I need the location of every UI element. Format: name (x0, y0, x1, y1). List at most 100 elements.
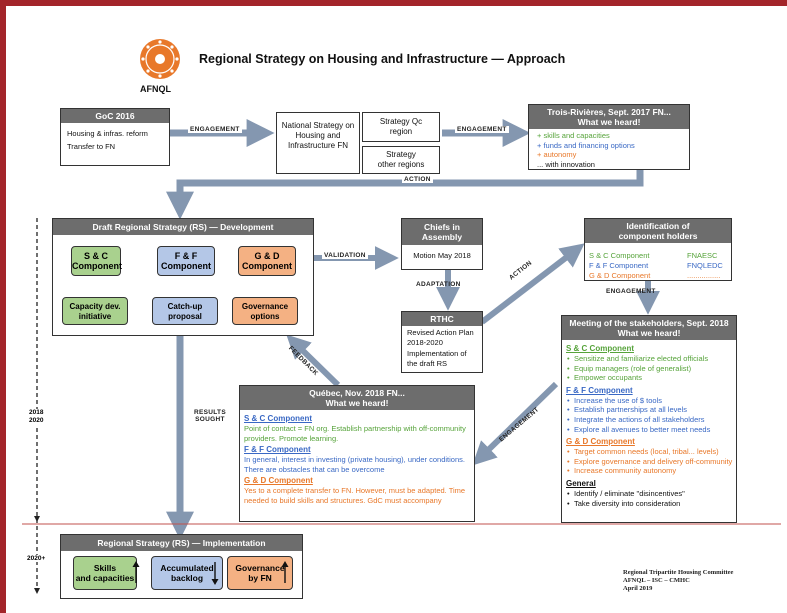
meeting-header: Meeting of the stakeholders, Sept. 2018 … (562, 316, 736, 340)
goc-header: GoC 2016 (61, 109, 169, 123)
results-label-line-1: RESULTS (194, 409, 226, 416)
meeting-header-line-1: Meeting of the stakeholders, Sept. 2018 (569, 318, 729, 328)
meeting-ff-item-4: Explore all avenues to better meet needs (566, 425, 733, 435)
timeline-head-2 (34, 588, 40, 594)
sc-component-box: S & C Component (71, 246, 122, 276)
chiefs-motion: Motion May 2018 (413, 251, 471, 260)
timeline-period-1: 2018 2020 (29, 409, 44, 425)
meeting-general-title: General (566, 478, 596, 488)
rthc-line-2: Implementation of the draft RS (407, 349, 467, 368)
meeting-gd-item-1: Target common needs (local, tribal... le… (566, 447, 733, 457)
trois-header: Trois-Rivières, Sept. 2017 FN... What we… (529, 105, 689, 129)
meeting-gd-title: G & D Component (566, 437, 635, 447)
timeline-period-1-end: 2020 (29, 417, 44, 424)
timeline-period-2: 2020+ (27, 555, 46, 562)
goc-line-1: Housing & infras. reform (67, 129, 148, 138)
implementation-header: Regional Strategy (RS) — Implementation (61, 535, 302, 551)
catch-up-box: Catch-up proposal (152, 297, 218, 325)
holders-box: Identification of component holders (584, 218, 732, 281)
meeting-ff-item-3: Integrate the actions of all stakeholder… (566, 415, 733, 425)
holder-row-ff-holder: FNQLEDC (687, 261, 723, 270)
holders-header-line-1: Identification of (626, 221, 690, 231)
trois-item-skills: + skills and capacities (537, 131, 610, 140)
footer-line-3: April 2019 (623, 585, 653, 592)
timeline-period-1-start: 2018 (29, 409, 44, 416)
impl-backlog-down-arrow-icon (211, 562, 219, 585)
quebec-header-line-2: What we heard! (325, 398, 389, 408)
impl-governance-line-1: Governance (235, 563, 285, 573)
action-label-1: ACTION (402, 176, 433, 183)
page-title: Regional Strategy on Housing and Infrast… (199, 52, 566, 66)
holder-row-gd-holder: ................ (687, 271, 721, 280)
trois-header-line-1: Trois-Rivières, Sept. 2017 FN... (547, 107, 671, 117)
adaptation-label: ADAPTATION (416, 281, 461, 288)
frame-left-bar (0, 0, 6, 613)
holder-row-ff-comp: F & F Component (589, 261, 649, 270)
impl-skills-up-arrow-icon (132, 561, 140, 583)
trois-header-line-2: What we heard! (577, 117, 641, 127)
validation-label: VALIDATION (322, 252, 368, 259)
frame-top-bar (0, 0, 787, 6)
timeline-head-1 (34, 516, 40, 522)
results-label-line-2: SOUGHT (195, 416, 225, 423)
arrow-action (166, 170, 644, 220)
engagement-label-3: ENGAGEMENT (606, 288, 656, 295)
rthc-line-1: Revised Action Plan 2018-2020 (407, 328, 474, 347)
quebec-gd-text: Yes to a complete transfer to FN. Howeve… (244, 486, 466, 505)
holder-row-gd-comp: G & D Component (589, 271, 651, 280)
quebec-box: Québec, Nov. 2018 FN... What we heard! S… (239, 385, 475, 522)
impl-backlog-box: Accumulated backlog (151, 556, 223, 590)
footer: Regional Tripartite Housing Committee AF… (623, 569, 733, 593)
meeting-general-item-2: Take diversity into consideration (566, 499, 733, 509)
impl-governance-line-2: by FN (248, 573, 272, 583)
footer-line-2: AFNQL – ISC – CMHC (623, 577, 690, 584)
meeting-box: Meeting of the stakeholders, Sept. 2018 … (561, 315, 737, 523)
national-strategy-box: National Strategy on Housing and Infrast… (276, 112, 360, 174)
rthc-box: RTHC Revised Action Plan 2018-2020 Imple… (401, 311, 483, 373)
results-label: RESULTS SOUGHT (194, 409, 226, 423)
goc-line-2: Transfer to FN (67, 141, 116, 151)
impl-skills-box: Skills and capacities (73, 556, 137, 590)
governance-options-box: Governance options (232, 297, 298, 325)
quebec-sc-text: Point of contact = FN org. Establish par… (244, 424, 466, 443)
holder-row-sc-comp: S & C Component (589, 251, 650, 260)
quebec-sc-title: S & C Component (244, 414, 312, 423)
meeting-sc-item-2: Equip managers (role of generalist) (566, 364, 733, 374)
impl-skills-line-1: Skills (93, 563, 117, 573)
impl-governance-up-arrow-icon (281, 561, 289, 583)
strategy-other-box: Strategy other regions (362, 146, 440, 174)
meeting-ff-item-2: Establish partnerships at all levels (566, 405, 733, 415)
meeting-ff-title: F & F Component (566, 385, 633, 395)
footer-line-1: Regional Tripartite Housing Committee (623, 569, 734, 576)
meeting-sc-title: S & C Component (566, 344, 634, 353)
engagement-label-1: ENGAGEMENT (188, 126, 242, 133)
rthc-header: RTHC (402, 312, 482, 326)
goc-box: GoC 2016 Housing & infras. reform Transf… (60, 108, 170, 166)
strategy-qc-box: Strategy Qc region (362, 112, 440, 142)
meeting-general-item-1: Identify / eliminate "disincentives" (566, 489, 733, 499)
impl-backlog-line-2: backlog (170, 573, 204, 583)
meeting-gd-item-3: Increase community autonomy (566, 466, 733, 476)
engagement-label-2: ENGAGEMENT (455, 126, 509, 133)
impl-governance-box: Governance by FN (227, 556, 293, 590)
afnql-logo-icon (140, 39, 180, 79)
capacity-dev-box: Capacity dev. initiative (62, 297, 128, 325)
trois-rivieres-box: Trois-Rivières, Sept. 2017 FN... What we… (528, 104, 690, 170)
ff-component-box: F & F Component (157, 246, 215, 276)
meeting-sc-item-3: Empower occupants (566, 373, 733, 383)
quebec-ff-text: In general, interest in investing (priva… (244, 455, 465, 474)
draft-header: Draft Regional Strategy (RS) — Developme… (53, 219, 313, 235)
logo-text: AFNQL (140, 84, 171, 94)
impl-backlog-line-1: Accumulated (160, 563, 214, 573)
holders-header: Identification of component holders (585, 219, 731, 243)
quebec-ff-title: F & F Component (244, 445, 311, 455)
chiefs-header: Chiefs in Assembly (402, 219, 482, 245)
trois-item-funds: + funds and financing options (537, 140, 635, 150)
quebec-header-line-1: Québec, Nov. 2018 FN... (309, 388, 405, 398)
arrow-engagement-4 (472, 381, 559, 466)
trois-item-autonomy: + autonomy (537, 150, 577, 160)
meeting-sc-item-1: Sensitize and familiarize elected offici… (566, 354, 733, 364)
holder-row-sc-holder: FNAESC (687, 251, 718, 260)
gd-component-box: G & D Component (238, 246, 296, 276)
impl-skills-line-2: and capacities (75, 573, 135, 583)
